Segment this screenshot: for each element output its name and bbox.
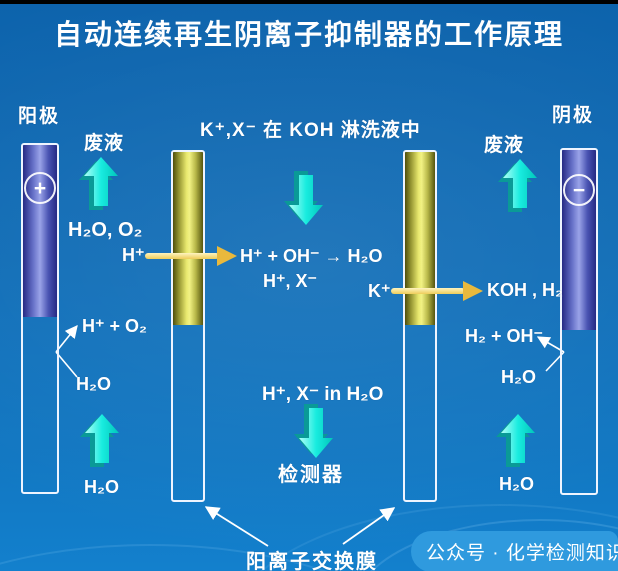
neutralization-reaction-label: H⁺ + OH⁻ → H₂O (240, 246, 383, 266)
membrane-label: 阳离子交换膜 (246, 551, 378, 571)
cathode-label: 阴极 (552, 105, 595, 126)
hplus-transfer-arrow-icon (145, 246, 237, 266)
h2o-right-bottom-label: H₂O (499, 474, 534, 494)
hplus-o2-label: H⁺ + O₂ (82, 316, 148, 336)
membrane-fill-left (173, 152, 203, 325)
flow-up-arrow-icon (496, 414, 535, 467)
page-title: 自动连续再生阴离子抑制器的工作原理 (53, 19, 564, 50)
anode-label: 阳极 (18, 106, 61, 127)
plus-sign: + (33, 176, 47, 200)
kplus-transfer-arrow-icon (391, 281, 483, 301)
koh-h2-label: KOH , H₂ (487, 280, 563, 300)
anode-plus-symbol: + (24, 172, 56, 204)
h2o-o2-label: H₂O, O₂ (68, 219, 143, 241)
eluent-label: K⁺,X⁻ 在 KOH 淋洗液中 (200, 120, 421, 141)
watermark-badge: 公众号 · 化学检测知识 (411, 531, 618, 571)
anode-electrode-fill (23, 145, 57, 317)
membrane-tube-left (171, 150, 205, 502)
hx-label: H⁺, X⁻ (263, 271, 318, 291)
top-border (0, 0, 618, 4)
h2o-left-mid-label: H₂O (76, 374, 111, 394)
flow-down-arrow-icon (284, 171, 323, 225)
flow-up-arrow-icon (80, 414, 119, 467)
cathode-electrode-tube: − (560, 148, 598, 495)
hx-in-h2o-label: H⁺, X⁻ in H₂O (262, 384, 384, 405)
flow-up-arrow-icon (79, 157, 118, 210)
waste-label-right: 废液 (484, 135, 525, 156)
detector-label: 检测器 (278, 464, 344, 486)
membrane-fill-right (405, 152, 435, 325)
watermark-text: 公众号 · 化学检测知识 (426, 543, 618, 564)
waste-label-left: 废液 (84, 133, 125, 154)
h2-oh-label: H₂ + OH⁻ (465, 326, 544, 346)
hplus-label: H⁺ (122, 245, 145, 265)
cathode-minus-symbol: − (563, 174, 595, 206)
h2o-left-bottom-label: H₂O (84, 477, 119, 497)
kplus-label: K⁺ (368, 281, 391, 301)
minus-sign: − (572, 178, 586, 202)
membrane-tube-right (403, 150, 437, 502)
anode-electrode-tube: + (21, 143, 59, 494)
flow-down-arrow-icon (294, 404, 333, 458)
flow-up-arrow-icon (498, 159, 537, 212)
h2o-right-mid-label: H₂O (501, 367, 536, 387)
